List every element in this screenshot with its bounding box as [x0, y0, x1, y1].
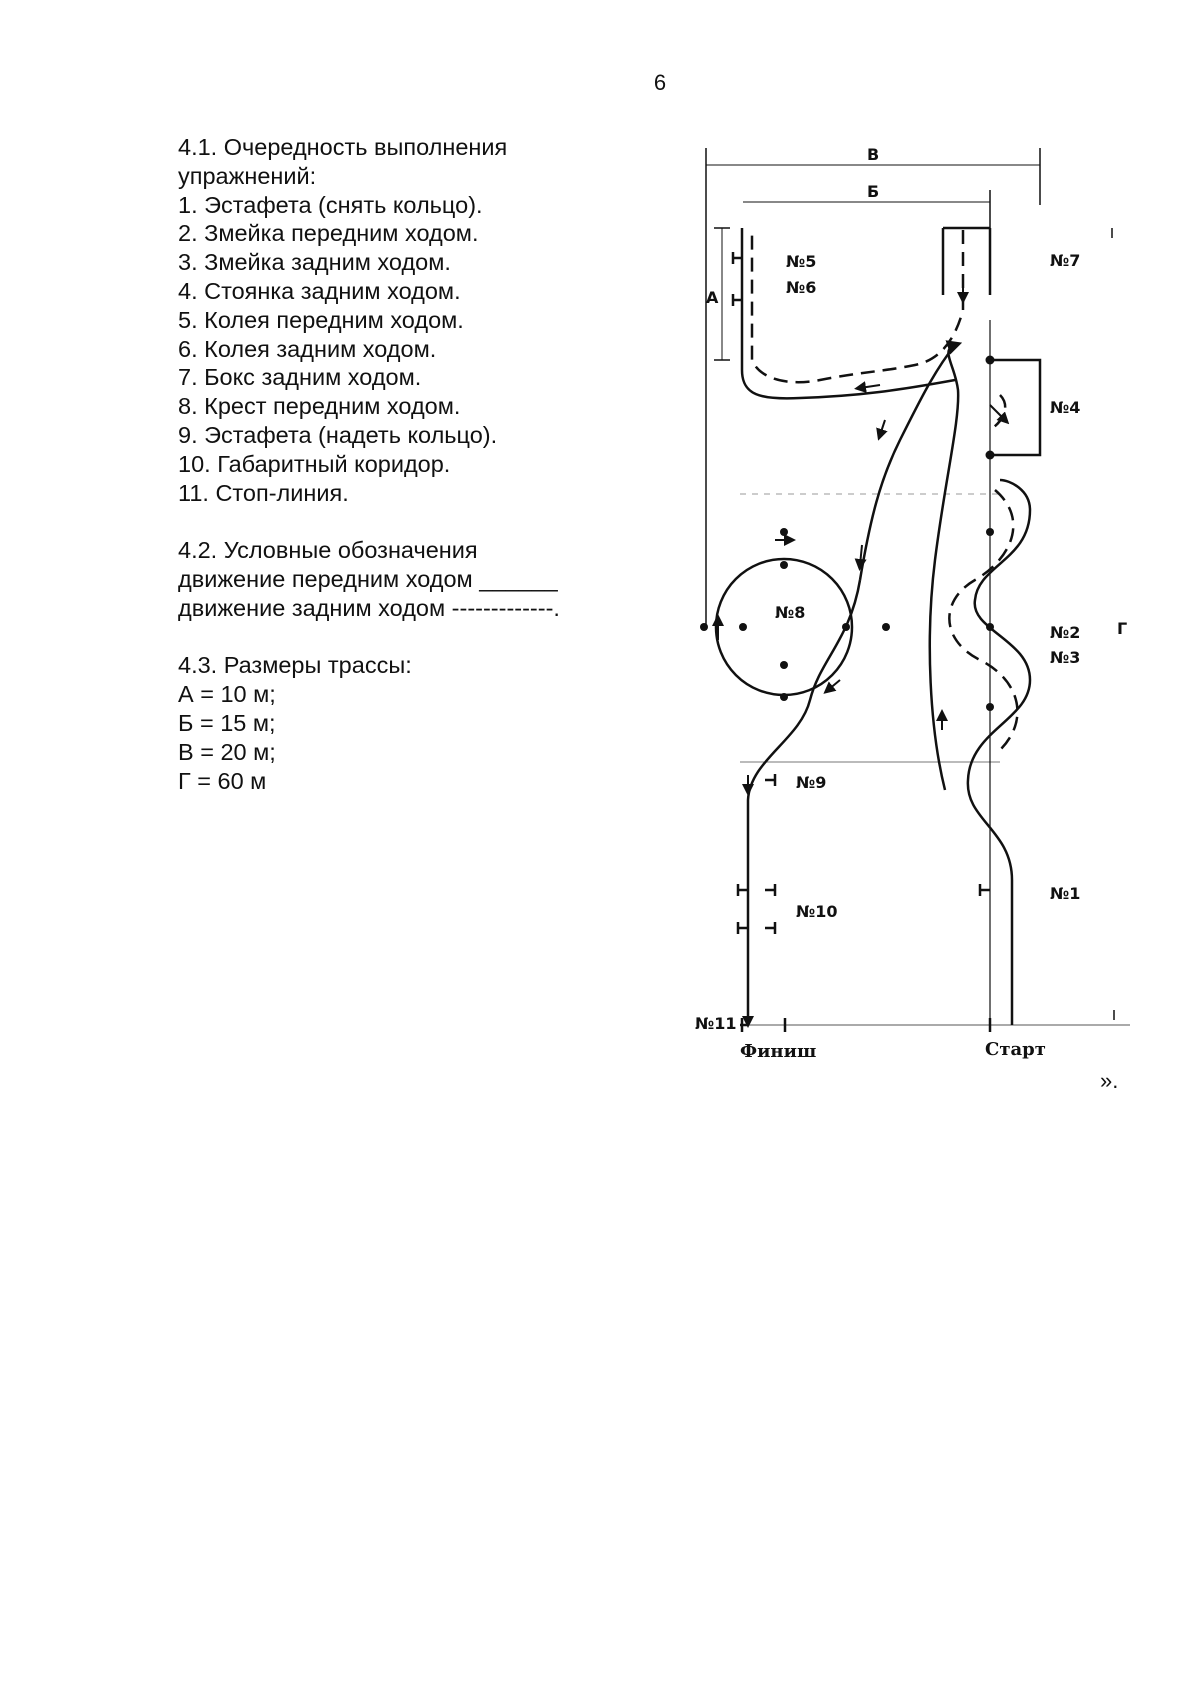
reverse-path: [750, 228, 1019, 751]
arrow-markers: [712, 280, 1010, 1028]
cone-dot: [780, 561, 788, 569]
exercise-item: 6. Колея задним ходом.: [178, 335, 437, 362]
post-ticks: [731, 252, 992, 1032]
track-reverse: [750, 228, 965, 384]
section-1-title: 4.1. Очередность выполнения: [178, 134, 508, 160]
station-6-label: №6: [786, 278, 816, 297]
cross-up: [858, 344, 956, 581]
cone-dot: [986, 528, 994, 536]
exercise-item: 5. Колея передним ходом.: [178, 306, 464, 333]
post-tick: [736, 922, 748, 934]
station-8-label: №8: [775, 603, 805, 622]
arrow-icon: [854, 381, 881, 394]
exercise-item: 9. Эстафета (надеть кольцо).: [178, 421, 498, 448]
track-forward: [740, 228, 956, 400]
station-1-label: №1: [1050, 884, 1080, 903]
dim-label-a: А: [706, 288, 719, 307]
station-7-label: №7: [1050, 251, 1080, 270]
cone-dot: [780, 661, 788, 669]
dimension-item: В = 20 м;: [178, 738, 276, 765]
exercise-item: 1. Эстафета (снять кольцо).: [178, 191, 483, 218]
dim-label-g: Г: [1117, 619, 1127, 638]
cross-circle: [714, 557, 854, 697]
legend-forward: движение передним ходом ______: [178, 565, 558, 592]
arrow-icon: [989, 404, 1010, 425]
cone-dot: [739, 623, 747, 631]
section-3-title: 4.3. Размеры трассы:: [178, 652, 412, 679]
cone-dot: [985, 450, 995, 460]
cones: [700, 355, 995, 711]
post-tick: [740, 1018, 748, 1032]
finish-label: Финиш: [740, 1041, 816, 1062]
cone-dot: [700, 623, 708, 631]
dim-label-v: В: [867, 145, 879, 164]
trailing-quote: ».: [1100, 1068, 1119, 1093]
station-10-label: №10: [796, 902, 838, 921]
parking-reverse: [989, 394, 1007, 432]
exercise-item: 4. Стоянка задним ходом.: [178, 277, 461, 304]
arrow-icon: [823, 679, 841, 694]
snake-forward: [966, 478, 1032, 1025]
dimension-item: А = 10 м;: [178, 681, 276, 708]
station-4-label: №4: [1050, 398, 1080, 417]
dimension-item: Г = 60 м: [178, 767, 267, 794]
exercise-item: 3. Змейка задним ходом.: [178, 249, 451, 276]
exercise-item: 2. Змейка передним ходом.: [178, 220, 479, 247]
post-tick: [765, 922, 777, 934]
cone-dot: [780, 693, 788, 701]
exercise-item: 11. Стоп-линия.: [178, 479, 349, 506]
dimension-lines: [705, 148, 1130, 1026]
cone-dot: [780, 528, 788, 536]
legend-text: 4.1. Очередность выполнения упражнений: …: [178, 133, 638, 795]
station-5-label: №5: [786, 252, 816, 271]
cone-dot: [882, 623, 890, 631]
exercise-item: 8. Крест передним ходом.: [178, 393, 461, 420]
exercise-item: 10. Габаритный коридор.: [178, 450, 451, 477]
arrow-icon: [876, 419, 888, 441]
section-2-title: 4.2. Условные обозначения: [178, 537, 478, 564]
cone-dot: [986, 703, 994, 711]
page-number: 6: [653, 70, 667, 95]
post-tick: [978, 884, 990, 896]
cone-dot: [985, 355, 995, 365]
post-tick: [731, 252, 743, 264]
snake-reverse: [948, 489, 1019, 751]
legend-reverse: движение задним ходом -------------.: [178, 594, 560, 621]
parking-4-box: [990, 358, 1042, 457]
station-2-label: №2: [1050, 623, 1080, 642]
cone-dot: [986, 623, 994, 631]
course-lines: [714, 226, 1042, 1025]
dim-label-b: Б: [867, 182, 879, 201]
post-tick: [736, 884, 748, 896]
post-tick: [765, 774, 777, 786]
cone-dot: [842, 623, 850, 631]
cross-forward: [928, 340, 963, 791]
post-tick: [765, 884, 777, 896]
dimension-item: Б = 15 м;: [178, 709, 276, 736]
station-11-label: №11: [695, 1014, 737, 1033]
start-label: Старт: [985, 1039, 1046, 1060]
station-9-label: №9: [796, 773, 826, 792]
exercise-item: 7. Бокс задним ходом.: [178, 364, 422, 391]
section-1-title-cont: упражнений:: [178, 162, 317, 189]
station-3-label: №3: [1050, 648, 1080, 667]
post-tick: [731, 294, 743, 306]
arrow-icon: [854, 544, 867, 571]
